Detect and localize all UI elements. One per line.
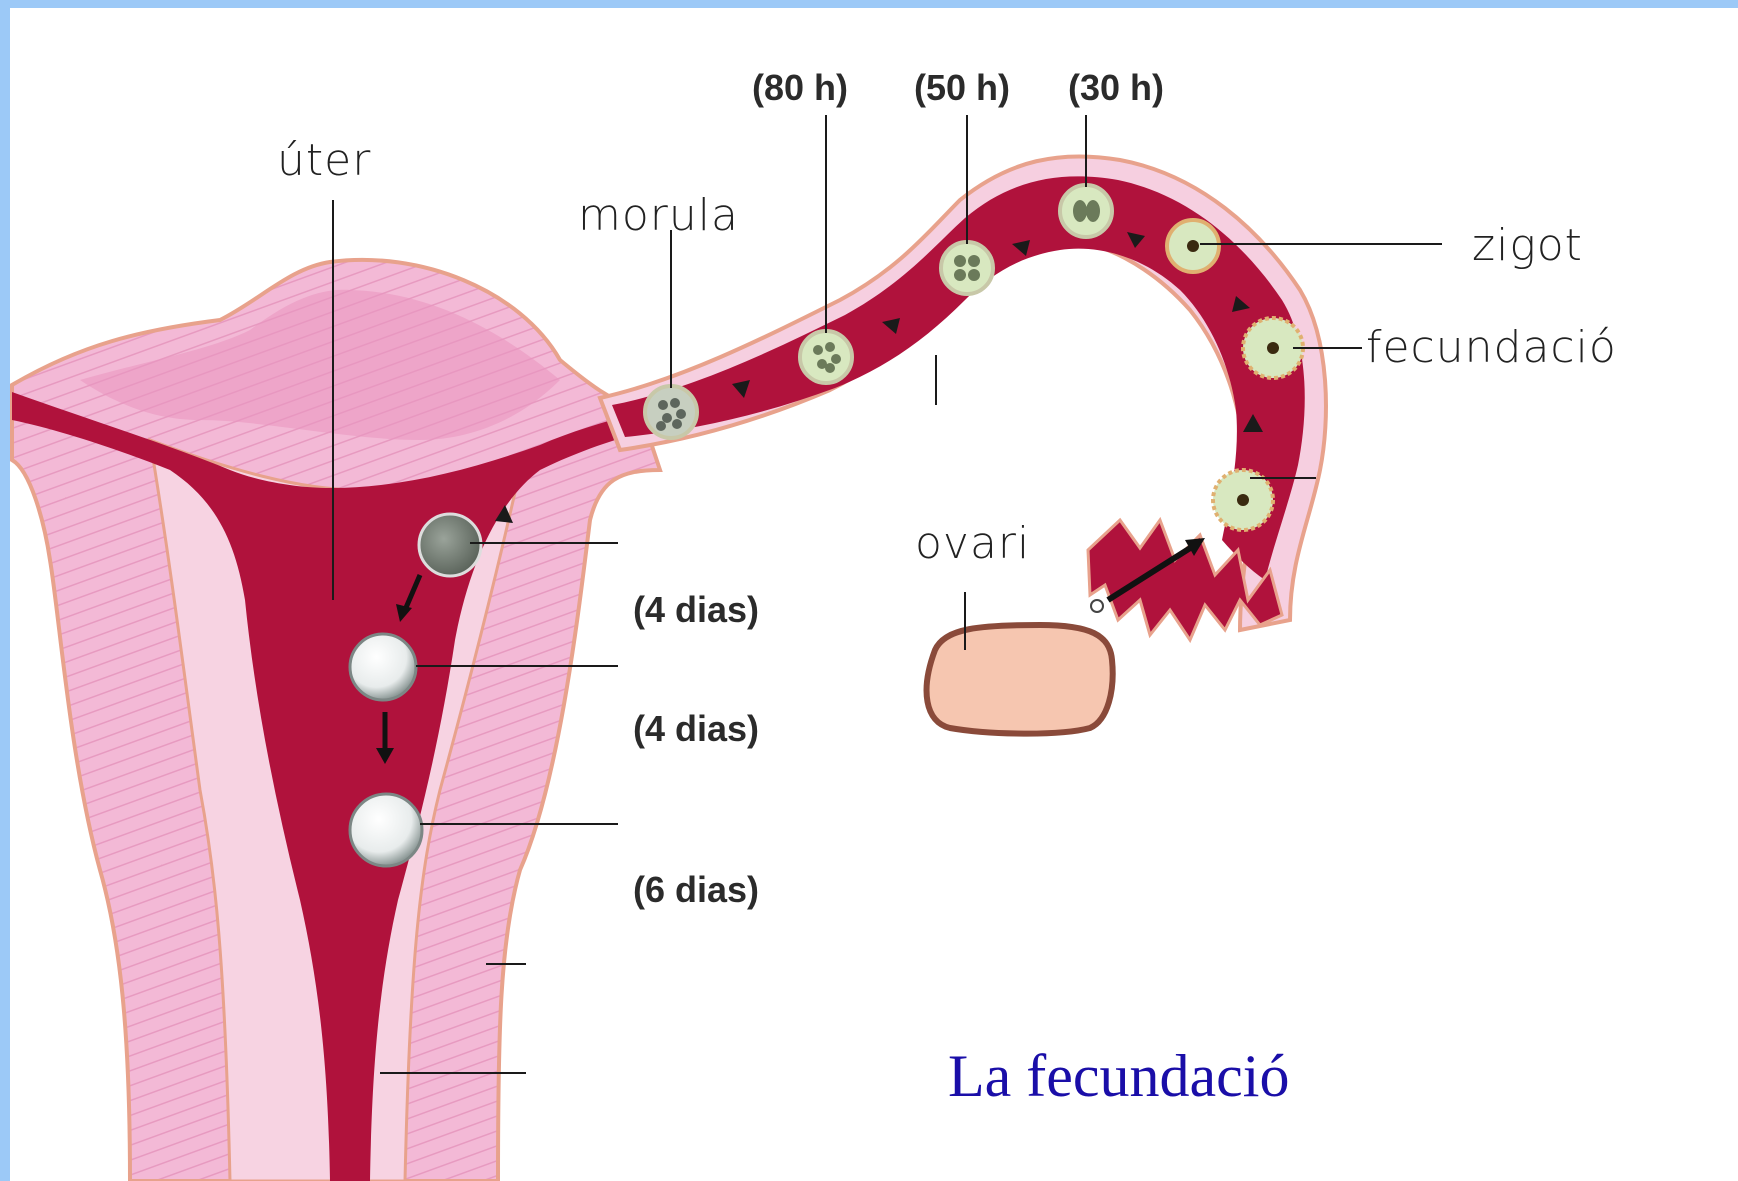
label-zigot: zigot [1472,220,1583,271]
blastocyst-1 [419,514,481,576]
cell-80h [800,331,852,383]
label-uter: úter [277,135,371,186]
label-ovari: ovari [915,518,1030,569]
cell-30h [1060,185,1112,237]
uterus [12,260,660,1181]
label-time-30h: (30 h) [1068,67,1164,108]
blastocyst-3 [350,794,422,866]
ovary-shape [927,625,1113,734]
label-day-1: (4 dias) [633,589,759,630]
blastocyst-2 [350,634,416,700]
label-morula: morula [578,190,739,241]
cell-50h [941,242,993,294]
label-fecundacio: fecundació [1366,322,1617,373]
cell-morula [645,386,697,438]
label-time-80h: (80 h) [752,67,848,108]
cell-zygote [1167,220,1219,272]
label-day-2: (4 dias) [633,708,759,749]
ovulated-egg [1091,600,1103,612]
label-day-3: (6 dias) [633,869,759,910]
diagram-caption: La fecundació [948,1046,1289,1106]
label-time-50h: (50 h) [914,67,1010,108]
